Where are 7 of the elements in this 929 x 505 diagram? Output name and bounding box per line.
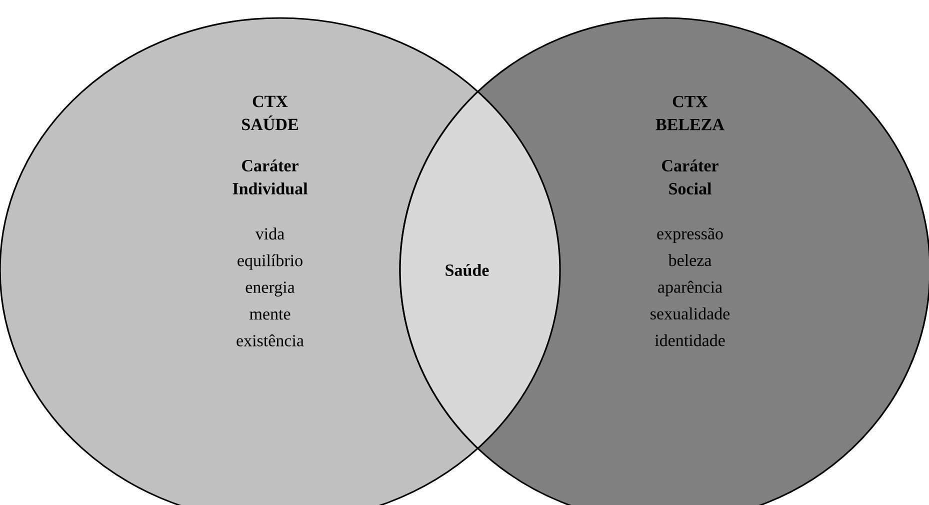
word-list: expressão beleza aparência sexualidade identidade [650,228,730,346]
word-list: vida equilíbrio energia mente existência [236,228,304,346]
subheading: Caráter Social [662,160,718,194]
overlap-region: Saúde [399,91,561,449]
subheading: Caráter Individual [232,159,308,194]
heading: CTX BELEZA [656,96,724,130]
heading: CTX SAÚDE [242,96,298,130]
